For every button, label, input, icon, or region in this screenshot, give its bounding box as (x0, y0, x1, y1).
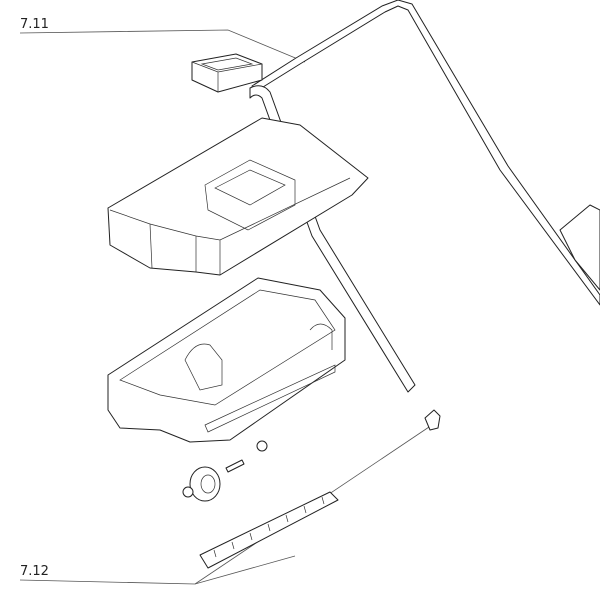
axle-pin (225, 459, 245, 473)
callout-label-7-11: 7.11 (20, 17, 49, 32)
nut (256, 440, 268, 452)
grass-box (107, 277, 346, 443)
grass-box-cover (107, 117, 369, 276)
leader-line-7-12 (19, 555, 296, 585)
switch-box (191, 53, 263, 93)
comb-strip (199, 491, 339, 569)
callout-label-7-12: 7.12 (20, 564, 49, 579)
wheel (182, 466, 221, 502)
clip (424, 409, 441, 431)
leader-line-7-11 (19, 29, 306, 63)
